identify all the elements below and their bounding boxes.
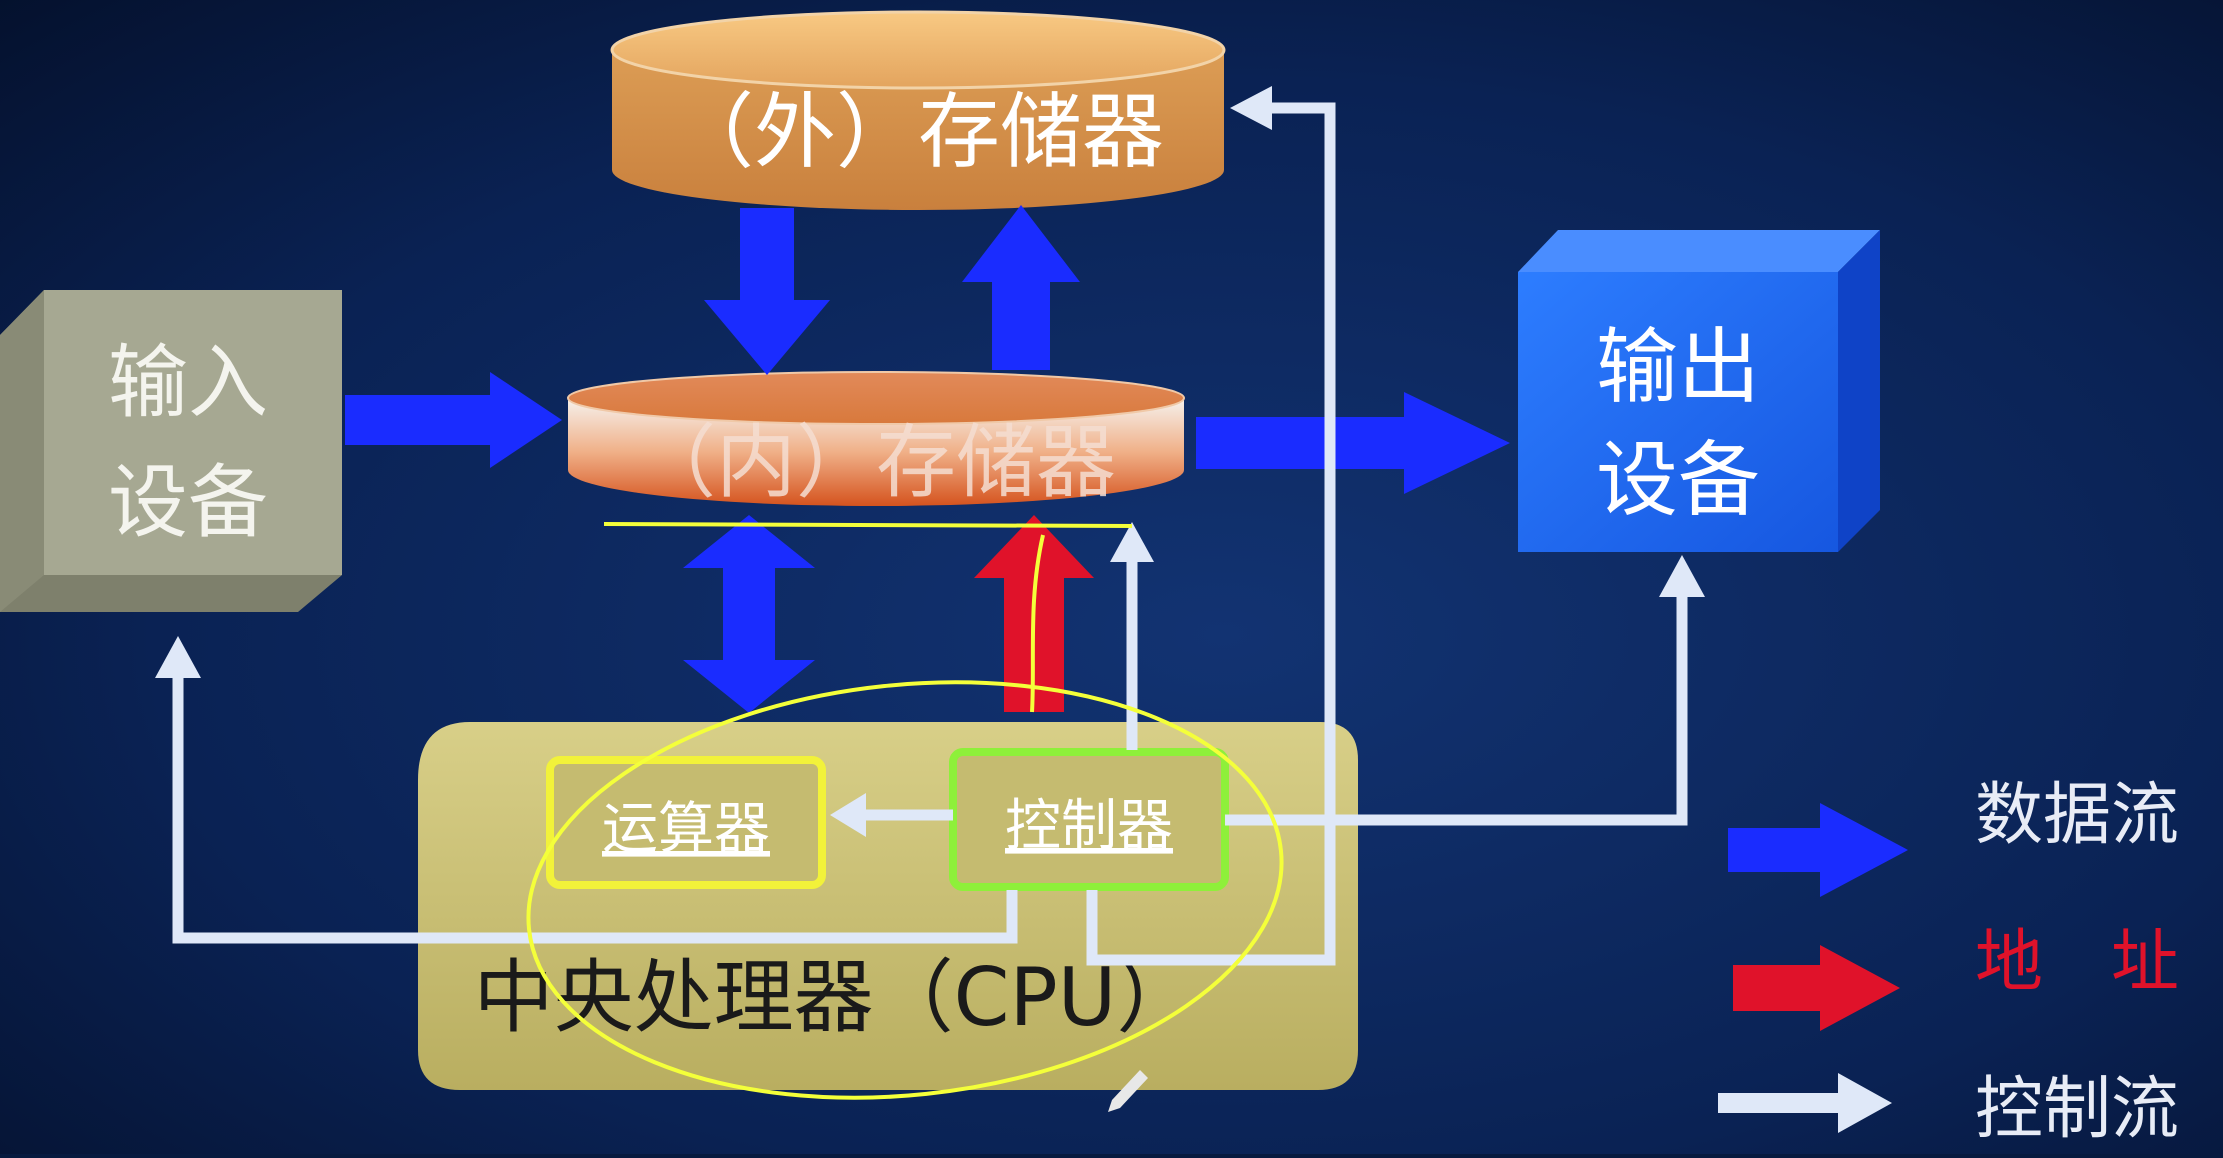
- controller-box: 控制器: [949, 748, 1229, 891]
- legend-address-arrow: [1733, 945, 1900, 1031]
- internal-memory-cylinder: （内）存储器: [567, 371, 1185, 509]
- legend-address-label: 地 址: [1975, 923, 2179, 1002]
- alu-label: 运算器: [602, 797, 770, 862]
- data-arrow-input-to-memory: [345, 372, 562, 468]
- yellow-annotations: [526, 522, 1284, 1100]
- control-flow-lines: [172, 102, 1688, 966]
- external-memory-cylinder: （外）存储器: [610, 10, 1226, 210]
- input-device-label-line1: 输入: [108, 336, 268, 429]
- pen-cursor-icon: [1108, 1070, 1148, 1112]
- control-flow-arrowheads: [155, 86, 1705, 837]
- data-arrow-memory-to-output: [1196, 392, 1510, 494]
- controller-label: 控制器: [1005, 794, 1173, 859]
- output-device-box: 输出 设备: [1518, 230, 1880, 552]
- data-arrow-external-to-internal: [704, 208, 830, 375]
- legend-control-flow-label: 控制流: [1975, 1070, 2179, 1149]
- alu-box: 运算器: [546, 756, 826, 889]
- legend-data-flow-label: 数据流: [1975, 776, 2179, 855]
- external-memory-label: （外）存储器: [672, 85, 1164, 180]
- input-device-box: 输入 设备: [0, 290, 342, 612]
- legend-data-flow-arrow: [1728, 803, 1908, 897]
- data-arrow-internal-to-external: [962, 205, 1080, 370]
- legend: 数据流 地 址 控制流: [1718, 776, 2179, 1149]
- data-arrow-memory-alu-bidirectional: [683, 515, 815, 713]
- legend-control-flow-arrow: [1718, 1073, 1892, 1133]
- output-device-label-line1: 输出: [1596, 320, 1760, 415]
- input-device-label-line2: 设备: [108, 456, 268, 549]
- output-device-label-line2: 设备: [1596, 433, 1760, 528]
- internal-memory-label: （内）存储器: [636, 416, 1116, 509]
